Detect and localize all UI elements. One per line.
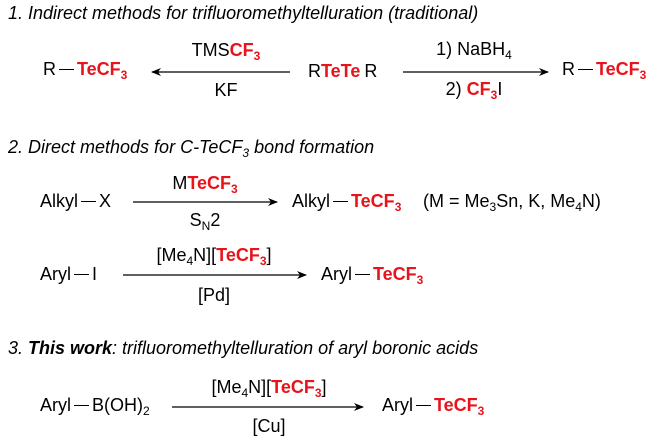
section1-left-arrow-below: KF: [214, 80, 238, 100]
section3-above: [Me4N][TeCF3]: [211, 377, 327, 400]
section1-heading: 1. Indirect methods for trifluoromethylt…: [8, 3, 479, 23]
section1-right-arrow-below: 2) CF3I: [445, 79, 503, 102]
section1-right-arrow-above: 1) NaBH4: [436, 39, 512, 62]
section3-below: [Cu]: [252, 416, 286, 436]
bond-line: [355, 273, 370, 275]
bond-line: [416, 404, 431, 406]
section1-left-arrow-above: TMSCF3: [191, 40, 261, 63]
bond-line: [333, 200, 349, 202]
section2-row2-below: [Pd]: [197, 285, 231, 305]
section2-row2-above: [Me4N][TeCF3]: [156, 245, 272, 268]
section2-row1-note: (M = Me3Sn, K, Me4N): [423, 191, 601, 214]
bond-line: [81, 200, 97, 202]
bond-line: [74, 404, 89, 406]
bond-line: [578, 68, 593, 70]
section2-heading: 2. Direct methods for C-TeCF3 bond forma…: [8, 137, 375, 160]
bond-line: [74, 273, 89, 275]
section3-heading: 3. This work: trifluoromethyltelluration…: [8, 338, 479, 358]
section2-row1-above: MTeCF3: [172, 173, 238, 196]
section2-row1-below: SN2: [189, 210, 221, 233]
bond-line: [59, 68, 74, 70]
